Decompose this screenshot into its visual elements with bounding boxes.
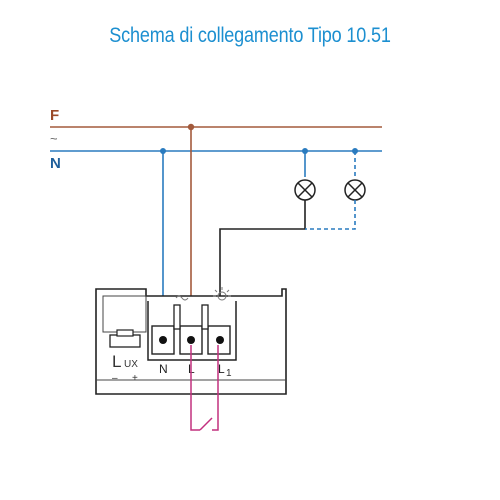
lux-plus: + (132, 373, 138, 384)
phase-label: F (50, 107, 59, 124)
twilight-switch-device: L UX – + N L L 1 (95, 287, 287, 395)
terminal-l-screw (187, 336, 195, 344)
neutral-label: N (50, 155, 61, 172)
terminal-block (147, 301, 237, 361)
lux-minus: – (112, 373, 118, 384)
lamp-1-icon (294, 179, 316, 201)
switch-contact (199, 417, 213, 431)
lux-sublabel: UX (124, 359, 138, 370)
neutral-junction-dot (160, 148, 166, 154)
ac-symbol-label: ~ (50, 131, 58, 146)
terminal-l1-screw (216, 336, 224, 344)
phase-junction-dot (187, 123, 195, 131)
switch-wire-left (190, 345, 200, 431)
lux-label: L (112, 352, 121, 371)
lamp1-junction-dot (302, 148, 308, 154)
lux-knob (109, 334, 141, 348)
switch-wire-right (212, 345, 219, 431)
ac-symbol-icon (175, 295, 189, 301)
terminal-n-screw (159, 336, 167, 344)
lux-knob-top (116, 329, 134, 337)
terminal-n-label: N (159, 362, 168, 376)
lamp-symbol-icon (213, 287, 231, 301)
diagram-title: Schema di collegamento Tipo 10.51 (109, 24, 391, 47)
terminal-l1-label: L (218, 362, 225, 376)
lamp2-return-wire (305, 200, 356, 230)
load-return-wire (219, 200, 306, 340)
lamp-2-icon (344, 179, 366, 201)
lamp2-junction-dot (352, 148, 358, 154)
terminal-l1-sublabel: 1 (226, 368, 232, 379)
